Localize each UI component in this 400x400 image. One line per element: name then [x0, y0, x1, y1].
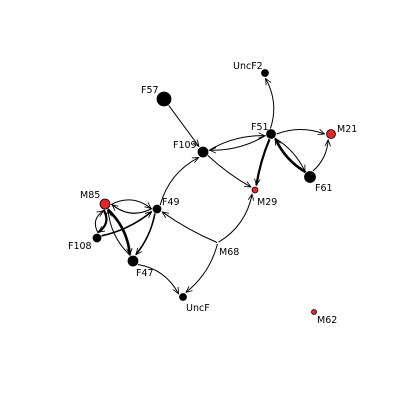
- node-uncf2: [261, 69, 269, 77]
- node-m62: [311, 309, 317, 315]
- edge-m68-to-uncf: [186, 243, 218, 293]
- edge-f49-to-m85: [112, 205, 153, 214]
- node-uncf: [179, 293, 187, 301]
- node-f51: [266, 129, 276, 139]
- node-label-m21: M21: [337, 124, 357, 135]
- edge-f49-to-f109: [159, 157, 198, 206]
- edge-f109-to-m29: [207, 155, 251, 188]
- node-f61: [304, 171, 316, 183]
- node-label-m29: M29: [257, 197, 277, 208]
- edge-f61-to-m21: [312, 140, 328, 172]
- node-label-f47: F47: [136, 268, 154, 279]
- node-label-f108: F108: [68, 241, 92, 252]
- node-label-f109: F109: [173, 140, 197, 151]
- edge-m85-to-f108: [98, 209, 108, 234]
- node-f47: [127, 255, 139, 267]
- node-m29: [251, 186, 259, 194]
- node-label-f51: F51: [251, 122, 269, 133]
- edge-f47-to-m85: [108, 210, 131, 256]
- node-label-m85: M85: [80, 190, 100, 201]
- edge-f49-to-f47: [136, 213, 156, 255]
- edge-f108-to-m85: [94, 211, 103, 234]
- edge-f108-to-f49: [101, 212, 152, 237]
- node-label-f57: F57: [141, 85, 159, 96]
- edge-f51-to-m21: [276, 130, 325, 135]
- nodes-layer: [92, 69, 336, 315]
- node-m85: [99, 198, 111, 210]
- edges-layer: [94, 78, 328, 294]
- edge-f47-to-uncf: [137, 264, 179, 294]
- node-label-uncf2: UncF2: [233, 61, 263, 72]
- edge-f51-to-m29: [256, 138, 271, 185]
- edge-m85-to-f49: [110, 199, 151, 209]
- node-f109: [197, 146, 209, 158]
- node-label-m62: M62: [317, 315, 337, 326]
- node-f49: [152, 204, 162, 214]
- node-m21: [326, 129, 336, 139]
- node-f57: [156, 91, 172, 107]
- edge-m68-to-m29: [218, 194, 253, 243]
- edge-f51-to-uncf2: [266, 78, 275, 129]
- node-label-m68: M68: [219, 247, 239, 258]
- node-label-f49: F49: [162, 197, 180, 208]
- edge-m68-to-f49: [162, 212, 218, 243]
- node-label-f61: F61: [315, 183, 333, 194]
- node-label-uncf: UncF: [186, 303, 210, 314]
- edge-f57-to-f109: [168, 105, 199, 146]
- edge-f61-to-f51: [274, 139, 307, 174]
- node-f108: [92, 233, 102, 243]
- edge-f51-to-f109: [210, 134, 266, 150]
